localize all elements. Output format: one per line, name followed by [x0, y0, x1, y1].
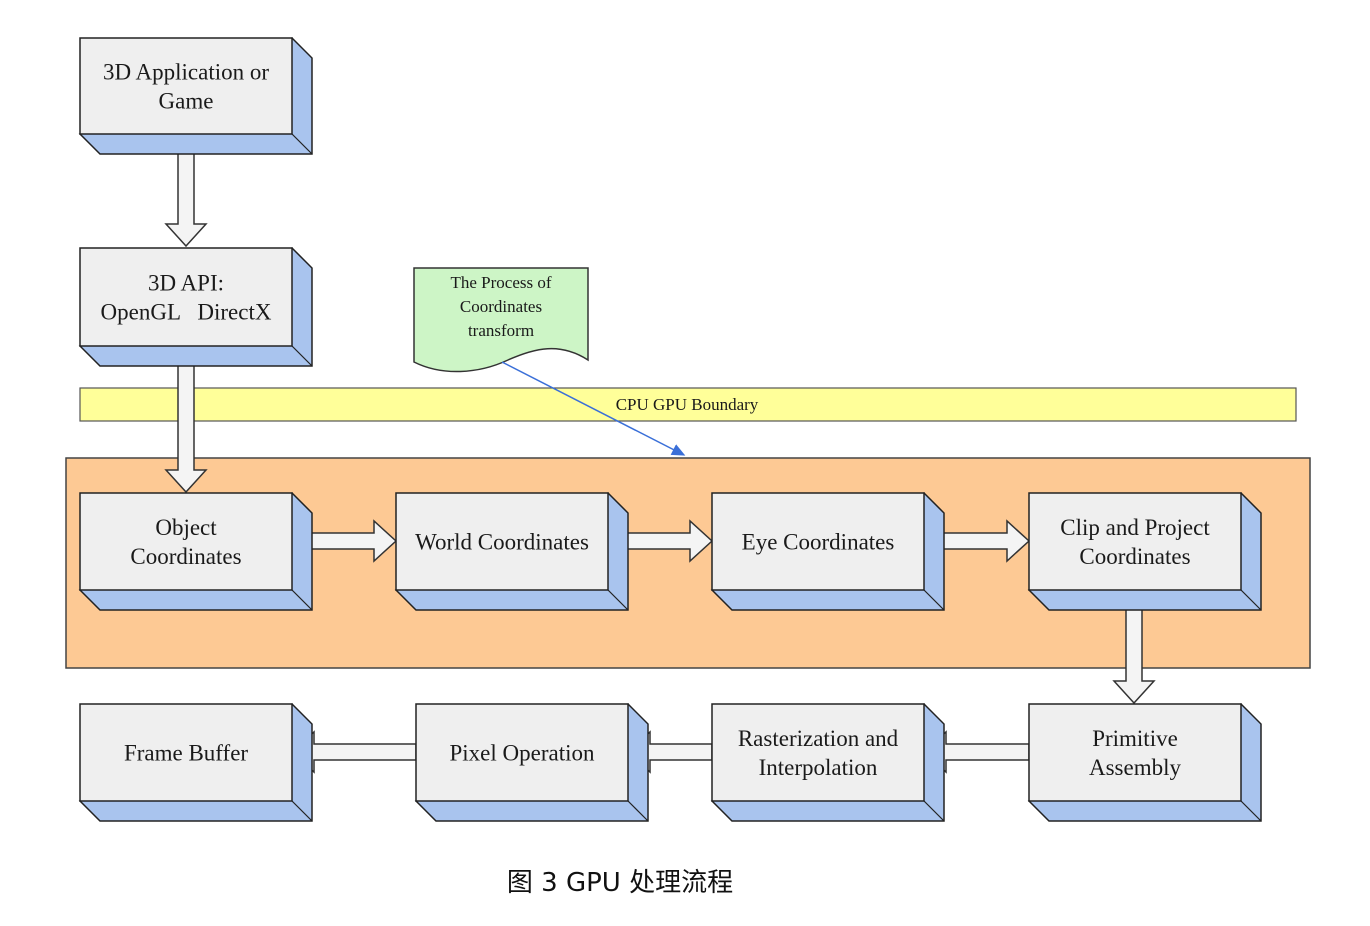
box-eye-label-1: Eye Coordinates: [742, 530, 895, 555]
box-api-face: [79, 247, 293, 347]
box-world: World Coordinates: [394, 492, 629, 611]
box-clip-edge: [1240, 589, 1262, 611]
box-frame: Frame Buffer: [78, 703, 313, 822]
box-eye: Eye Coordinates: [710, 492, 945, 611]
box-api-label-2: OpenGL DirectX: [101, 300, 272, 325]
box-frame-edge: [291, 800, 313, 822]
box-frame-face: [79, 703, 293, 802]
box-primitive-label-1: Primitive: [1092, 726, 1178, 751]
box-pixel-label-1: Pixel Operation: [450, 741, 595, 766]
box-app-face: [79, 37, 293, 135]
box-primitive-edge: [1240, 800, 1262, 822]
box-clip-face: [1028, 492, 1242, 591]
note-shape: [413, 267, 589, 373]
box-object-edge: [291, 589, 313, 611]
figure-caption: 图 3 GPU 处理流程: [506, 868, 734, 898]
box-object-label-1: Object: [155, 515, 217, 540]
box-raster-label-1: Rasterization and: [738, 726, 899, 751]
box-app-label-1: 3D Application or: [103, 60, 269, 85]
note-line-3: transform: [468, 321, 534, 340]
box-pixel-edge: [627, 800, 649, 822]
box-eye-face: [711, 492, 925, 591]
box-object-face: [79, 492, 293, 591]
box-world-face: [395, 492, 609, 591]
box-app-edge: [291, 133, 313, 155]
box-raster-face: [711, 703, 925, 802]
box-api: 3D API: OpenGL DirectX: [78, 247, 313, 367]
box-pixel-face: [415, 703, 629, 802]
box-api-edge: [291, 345, 313, 367]
box-pixel: Pixel Operation: [414, 703, 649, 822]
box-eye-edge: [923, 589, 945, 611]
box-raster-label-2: Interpolation: [759, 755, 878, 780]
cpu-gpu-boundary-band: [79, 387, 1297, 422]
box-object-label-2: Coordinates: [130, 544, 241, 569]
box-api-label-1: 3D API:: [148, 271, 224, 296]
box-raster-edge: [923, 800, 945, 822]
box-primitive-face: [1028, 703, 1242, 802]
box-app-label-2: Game: [159, 89, 214, 114]
box-world-label-1: World Coordinates: [415, 530, 589, 555]
box-app: 3D Application or Game: [78, 37, 313, 155]
box-primitive-label-2: Assembly: [1089, 755, 1182, 780]
process-boxes: 3D Application or Game 3D API: OpenGL Direc…: [78, 37, 1262, 822]
boundary-label: CPU GPU Boundary: [616, 395, 759, 414]
note-line-1: The Process of: [450, 273, 551, 292]
box-clip-label-2: Coordinates: [1079, 544, 1190, 569]
box-frame-label-1: Frame Buffer: [124, 741, 248, 766]
note-line-2: Coordinates: [460, 297, 542, 316]
box-world-edge: [607, 589, 629, 611]
flow-arrows: [164, 133, 1156, 774]
transform-note: The Process of Coordinates transform: [413, 267, 589, 373]
box-clip-label-1: Clip and Project: [1060, 515, 1210, 540]
note-pointer-line: [501, 361, 686, 456]
